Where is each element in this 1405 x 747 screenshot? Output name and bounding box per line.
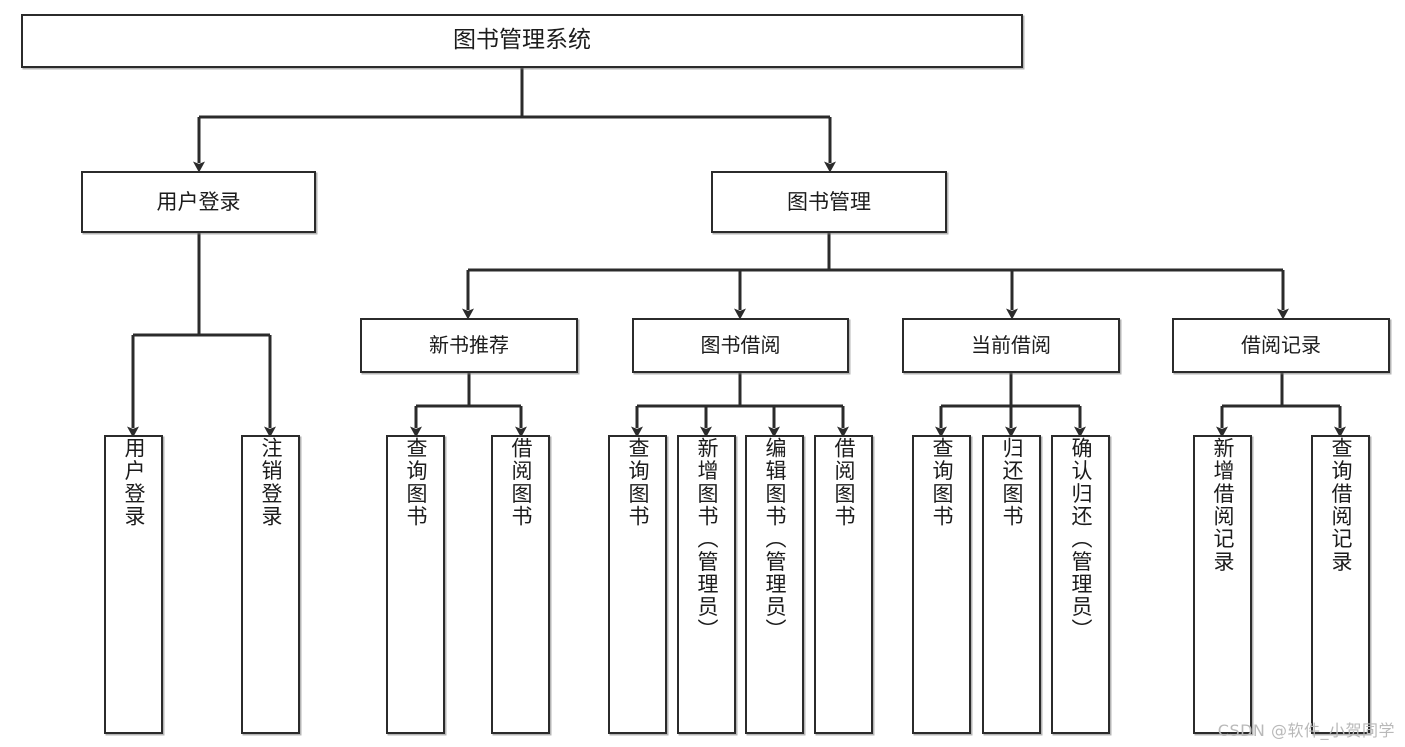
node-leaf-query-book-3[interactable]: 查询图书: [912, 435, 971, 734]
node-leaf-query-record-label: 查询借阅记录: [1329, 437, 1353, 574]
node-leaf-query-record[interactable]: 查询借阅记录: [1311, 435, 1370, 734]
node-user-login-label: 用户登录: [156, 189, 241, 214]
node-borrow-record-label: 借阅记录: [1241, 332, 1321, 357]
node-new-book-recommend[interactable]: 新书推荐: [360, 318, 578, 373]
node-leaf-return-book-label: 归还图书: [1000, 437, 1024, 528]
node-leaf-user-login-label: 用户登录: [122, 437, 146, 528]
node-leaf-query-book-1[interactable]: 查询图书: [386, 435, 445, 734]
node-borrow-record[interactable]: 借阅记录: [1172, 318, 1390, 373]
node-leaf-confirm-return[interactable]: 确认归还（管理员）: [1051, 435, 1110, 734]
node-leaf-borrow-book-2-label: 借阅图书: [832, 437, 856, 528]
node-book-management-label: 图书管理: [787, 189, 871, 214]
node-leaf-borrow-book-1-label: 借阅图书: [509, 437, 533, 528]
node-leaf-add-book[interactable]: 新增图书（管理员）: [677, 435, 736, 734]
node-root-label: 图书管理系统: [453, 27, 591, 54]
node-leaf-edit-book[interactable]: 编辑图书（管理员）: [745, 435, 804, 734]
node-leaf-user-login[interactable]: 用户登录: [104, 435, 163, 734]
csdn-watermark: CSDN @软件_小贺同学: [1217, 721, 1395, 740]
node-leaf-logout-login[interactable]: 注销登录: [241, 435, 300, 734]
node-leaf-return-book[interactable]: 归还图书: [982, 435, 1041, 734]
node-leaf-logout-login-label: 注销登录: [259, 437, 283, 528]
node-user-login[interactable]: 用户登录: [81, 171, 316, 233]
node-leaf-query-book-1-label: 查询图书: [404, 437, 428, 528]
node-leaf-add-record-label: 新增借阅记录: [1211, 437, 1235, 574]
node-current-borrow[interactable]: 当前借阅: [902, 318, 1120, 373]
node-root[interactable]: 图书管理系统: [21, 14, 1023, 68]
node-leaf-edit-book-label: 编辑图书（管理员）: [763, 437, 787, 642]
node-new-book-recommend-label: 新书推荐: [429, 332, 509, 357]
node-leaf-query-book-3-label: 查询图书: [930, 437, 954, 528]
node-book-management[interactable]: 图书管理: [711, 171, 947, 233]
node-book-borrow[interactable]: 图书借阅: [632, 318, 849, 373]
node-leaf-query-book-2[interactable]: 查询图书: [608, 435, 667, 734]
node-leaf-confirm-return-label: 确认归还（管理员）: [1069, 437, 1093, 642]
node-leaf-add-record[interactable]: 新增借阅记录: [1193, 435, 1252, 734]
node-leaf-add-book-label: 新增图书（管理员）: [695, 437, 719, 642]
node-current-borrow-label: 当前借阅: [971, 332, 1051, 357]
node-leaf-borrow-book-2[interactable]: 借阅图书: [814, 435, 873, 734]
node-book-borrow-label: 图书借阅: [700, 332, 781, 357]
node-leaf-query-book-2-label: 查询图书: [626, 437, 650, 528]
node-leaf-borrow-book-1[interactable]: 借阅图书: [491, 435, 550, 734]
